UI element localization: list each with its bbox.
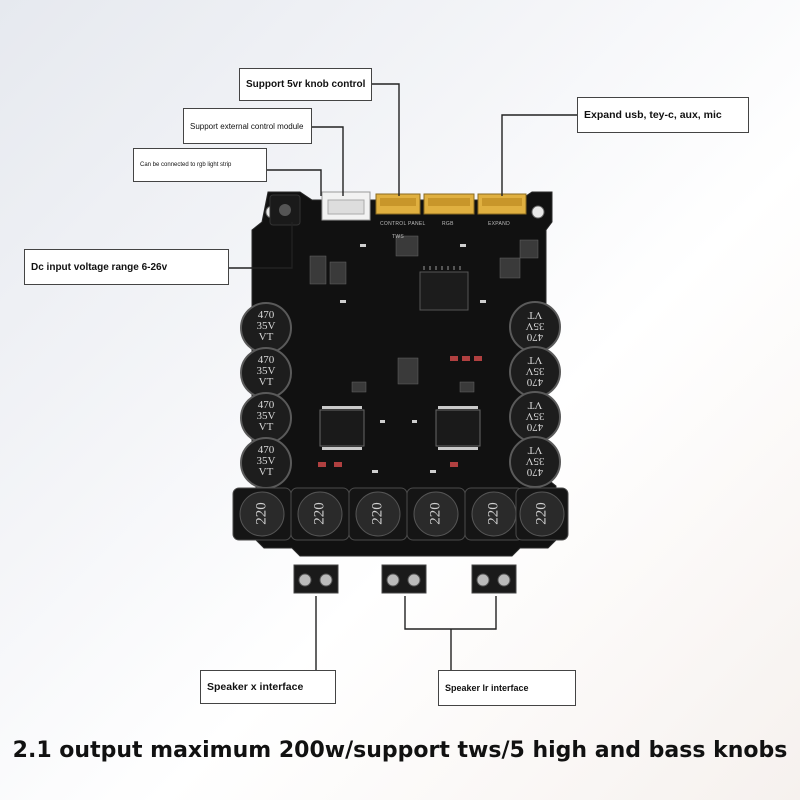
silk-rgb: RGB	[442, 221, 454, 227]
silk-expand: EXPAND	[488, 221, 510, 227]
label-expand: Expand usb, tey-c, aux, mic	[577, 97, 749, 133]
label-speaker-lr: Speaker lr interface	[438, 670, 576, 706]
label-speaker-x: Speaker x interface	[200, 670, 336, 704]
footer-title: 2.1 output maximum 200w/support tws/5 hi…	[12, 738, 788, 763]
silk-tws: TWS	[392, 234, 405, 240]
label-dc-input: Dc input voltage range 6-26v	[24, 249, 229, 285]
label-knob-control: Support 5vr knob control	[239, 68, 372, 101]
label-rgb-strip: Can be connected to rgb light strip	[133, 148, 267, 182]
label-external-module: Support external control module	[183, 108, 312, 144]
silk-control-panel: CONTROL PANEL	[380, 221, 426, 227]
